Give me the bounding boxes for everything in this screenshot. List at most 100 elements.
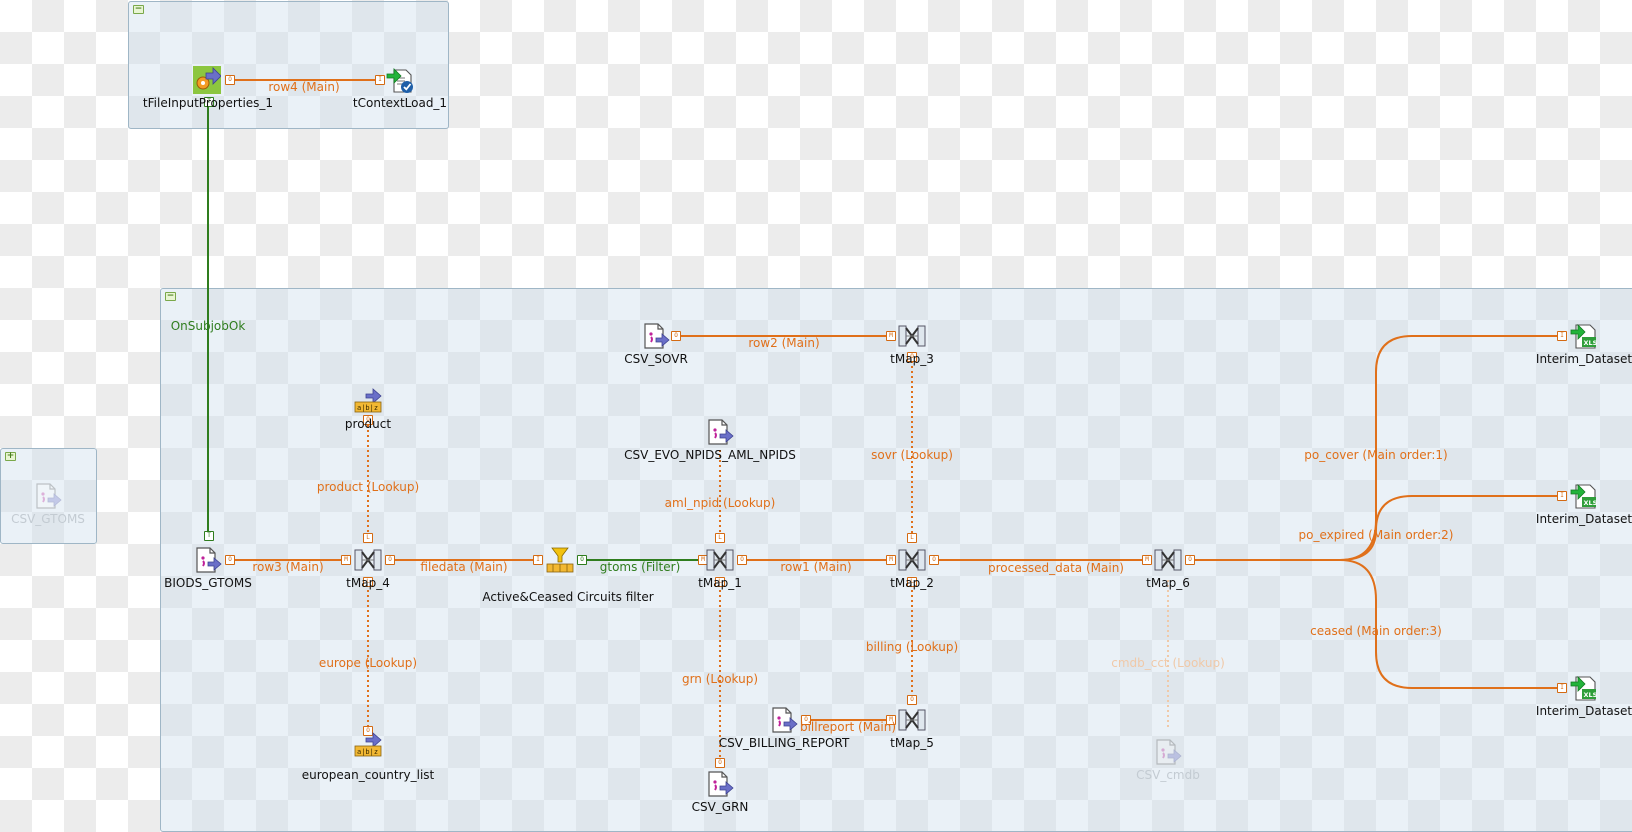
component-label: Interim_Dataset: [1535, 512, 1632, 526]
port-input[interactable]: I: [1557, 683, 1567, 693]
link-label-row4[interactable]: row4 (Main): [268, 80, 340, 94]
port-main[interactable]: M: [1142, 555, 1152, 565]
excel-output-icon: XLS: [1570, 674, 1598, 702]
link-label-grn[interactable]: grn (Lookup): [681, 672, 759, 686]
link-label-po-expired[interactable]: po_expired (Main order:2): [1298, 528, 1454, 542]
csv-input-icon: [770, 706, 798, 734]
component-tcontextload[interactable]: [380, 60, 420, 100]
link-label-filedata[interactable]: filedata (Main): [420, 560, 508, 574]
link-ceased: [1339, 559, 1560, 689]
link-label-processed-data[interactable]: processed_data (Main): [988, 561, 1124, 575]
component-tfileinputproperties[interactable]: [187, 60, 227, 100]
component-tmap-5[interactable]: [892, 700, 932, 740]
link-label-gtoms[interactable]: gtoms (Filter): [599, 560, 681, 574]
port-output[interactable]: O: [363, 726, 373, 736]
component-tmap-1[interactable]: [700, 540, 740, 580]
port-output[interactable]: O: [737, 555, 747, 565]
link-label-ceased[interactable]: ceased (Main order:3): [1310, 624, 1442, 638]
component-label: tMap_6: [1146, 576, 1190, 590]
component-european-country-list[interactable]: a|b|z: [348, 724, 388, 764]
link-label-europe-lookup[interactable]: europe (Lookup): [318, 656, 418, 670]
port-input[interactable]: I: [375, 75, 385, 85]
port-output[interactable]: O: [671, 331, 681, 341]
component-active-ceased-filter[interactable]: [540, 540, 580, 580]
link-label-billing[interactable]: billing (Lookup): [865, 640, 959, 654]
component-product[interactable]: a|b|z: [348, 380, 388, 420]
component-tmap-6[interactable]: [1148, 540, 1188, 580]
link-label-product-lookup[interactable]: product (Lookup): [316, 480, 420, 494]
port-lookup[interactable]: L: [363, 577, 373, 587]
component-csv-grn[interactable]: [700, 764, 740, 804]
fixed-flow-input-icon: a|b|z: [354, 386, 382, 414]
port-output[interactable]: O: [363, 415, 373, 425]
link-label-row2[interactable]: row2 (Main): [748, 336, 820, 350]
port-output[interactable]: O: [225, 75, 235, 85]
file-input-properties-icon: [193, 66, 222, 94]
component-interim-dataset-3[interactable]: XLS: [1564, 668, 1604, 708]
svg-text:XLS: XLS: [1584, 691, 1598, 699]
component-csv-billing-report[interactable]: [764, 700, 804, 740]
tmap-icon: [898, 546, 926, 574]
link-label-row1[interactable]: row1 (Main): [780, 560, 852, 574]
csv-input-icon: [34, 482, 62, 510]
port-main[interactable]: M: [886, 715, 896, 725]
port-input[interactable]: I: [533, 555, 543, 565]
port-main[interactable]: M: [341, 555, 351, 565]
component-tmap-2[interactable]: [892, 540, 932, 580]
subjob-collapsed-gtoms[interactable]: +: [0, 448, 97, 544]
link-label-po-cover[interactable]: po_cover (Main order:1): [1304, 448, 1448, 462]
port-output[interactable]: O: [929, 555, 939, 565]
port-output[interactable]: O: [715, 758, 725, 768]
port-output[interactable]: O: [225, 555, 235, 565]
port-lookup[interactable]: L: [363, 533, 373, 543]
component-csv-evo-npids[interactable]: [700, 412, 740, 452]
component-label: CSV_GTOMS: [11, 512, 85, 526]
port-output[interactable]: O: [907, 352, 917, 362]
component-csv-gtoms[interactable]: [28, 476, 68, 516]
collapse-subjob-button[interactable]: −: [133, 4, 144, 14]
port-lookup[interactable]: L: [907, 577, 917, 587]
component-label: Active&Ceased Circuits filter: [482, 590, 654, 604]
fixed-flow-input-icon: a|b|z: [354, 730, 382, 758]
tmap-icon: [898, 706, 926, 734]
component-csv-cmdb[interactable]: [1148, 732, 1188, 772]
component-label: product: [344, 417, 392, 431]
link-label-sovr[interactable]: sovr (Lookup): [871, 448, 953, 462]
link-label-cmdb-cct[interactable]: cmdb_cct (Lookup): [1111, 656, 1225, 670]
port-output[interactable]: O: [1185, 555, 1195, 565]
port-trigger[interactable]: T: [204, 97, 214, 107]
port-main[interactable]: M: [886, 555, 896, 565]
csv-input-icon: [194, 546, 222, 574]
expand-subjob-button[interactable]: +: [5, 451, 16, 461]
svg-text:XLS: XLS: [1584, 499, 1598, 507]
link-label-billreport[interactable]: billreport (Main): [799, 720, 897, 734]
collapse-subjob-button[interactable]: −: [165, 291, 176, 301]
link-label-row3[interactable]: row3 (Main): [252, 560, 324, 574]
component-label: CSV_SOVR: [624, 352, 688, 366]
link-label-aml-npid[interactable]: aml_npid (Lookup): [664, 496, 776, 510]
component-interim-dataset-2[interactable]: XLS: [1564, 476, 1604, 516]
port-input[interactable]: I: [1557, 331, 1567, 341]
component-label: CSV_GRN: [691, 800, 749, 814]
svg-text:a|b|z: a|b|z: [357, 748, 378, 756]
port-trigger[interactable]: T: [204, 531, 214, 541]
port-input[interactable]: I: [1557, 491, 1567, 501]
component-tmap-4[interactable]: [348, 540, 388, 580]
subjob-context-load[interactable]: −: [128, 1, 449, 129]
link-label-onsubjobok[interactable]: OnSubjobOk: [170, 319, 246, 333]
component-label: Interim_Dataset: [1535, 352, 1632, 366]
port-filter[interactable]: O: [577, 555, 587, 565]
component-tmap-3[interactable]: [892, 316, 932, 356]
port-output[interactable]: O: [385, 555, 395, 565]
port-lookup[interactable]: L: [907, 533, 917, 543]
port-output[interactable]: O: [801, 715, 811, 725]
port-lookup[interactable]: L: [715, 577, 725, 587]
component-interim-dataset-1[interactable]: XLS: [1564, 316, 1604, 356]
port-main[interactable]: M: [886, 331, 896, 341]
component-biods-gtoms[interactable]: [188, 540, 228, 580]
component-label: tMap_3: [890, 352, 934, 366]
port-output[interactable]: O: [907, 695, 917, 705]
port-lookup[interactable]: L: [715, 533, 725, 543]
component-csv-sovr[interactable]: [636, 316, 676, 356]
component-label: BIODS_GTOMS: [164, 576, 252, 590]
